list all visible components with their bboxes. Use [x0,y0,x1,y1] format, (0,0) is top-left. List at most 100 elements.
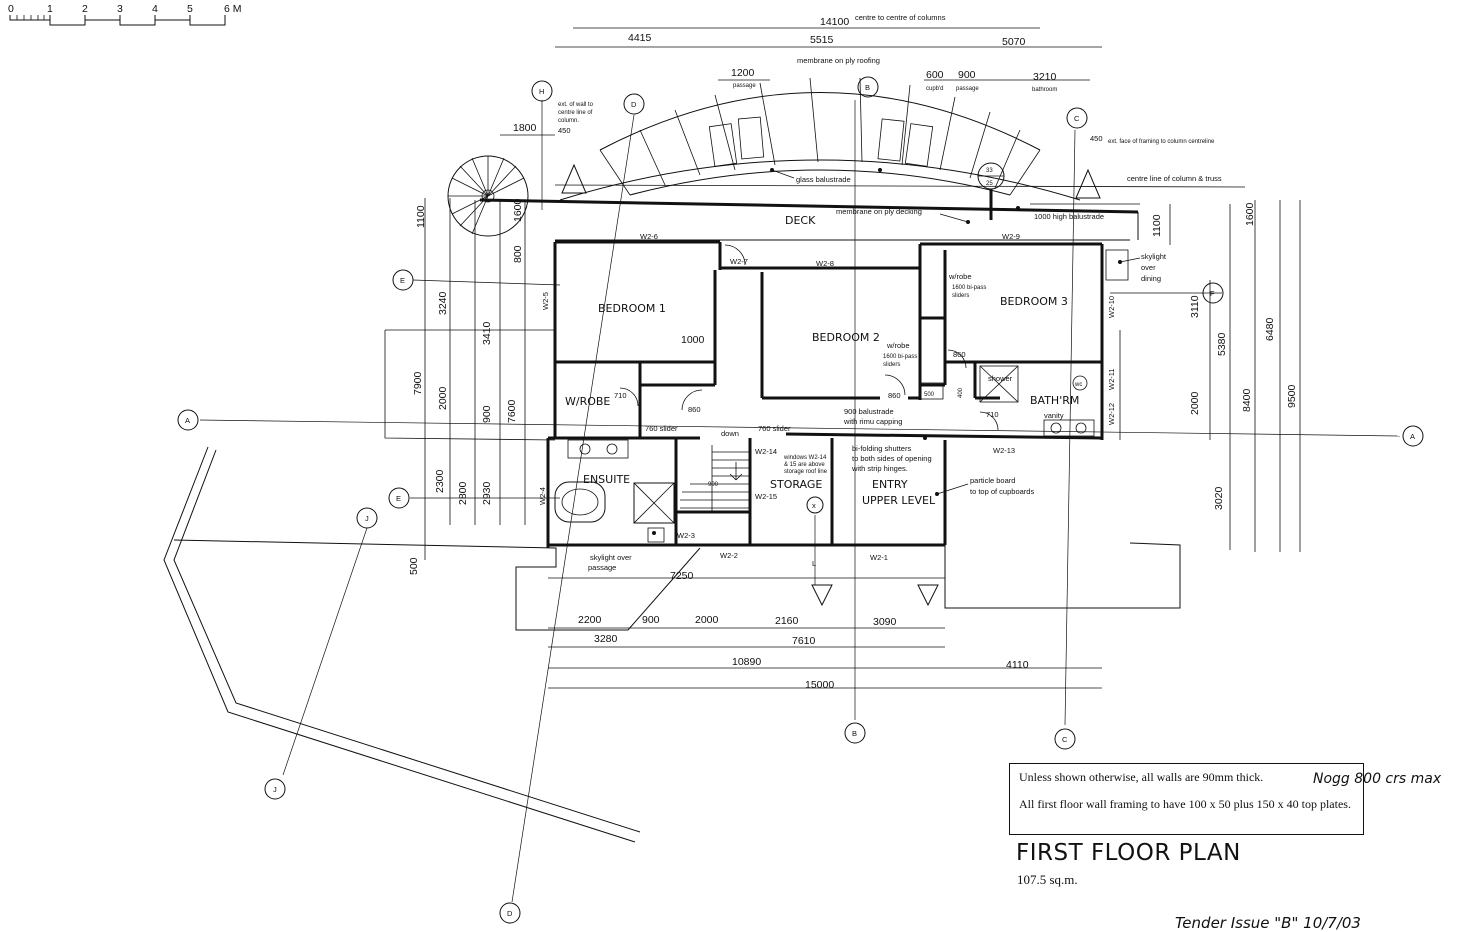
grid-bubbles: H D B C E E A A F J J B C D x L [177,76,1424,924]
note-shutters-2: to both sides of opening [852,454,932,463]
window-w2-6: W2-6 [640,232,658,241]
room-entry: ENTRY [872,478,908,491]
section-sheet: 25 [986,181,993,187]
room-bedroom-2: BEDROOM 2 [812,331,880,344]
note-wrobe-b2: w/robe [886,341,910,350]
dim-left-3240: 3240 [437,291,449,315]
window-w2-11: W2-11 [1107,368,1116,390]
leader-lines [652,168,1141,535]
dim-span-2: 5515 [810,34,834,46]
dim-left-2800: 2800 [457,481,469,505]
room-wrobe: W/ROBE [565,395,610,408]
dim-bottom-3280: 3280 [594,633,618,645]
notes-box: Unless shown otherwise, all walls are 90… [1009,763,1364,835]
note-skylight-dining-2: over [1141,263,1156,272]
note-wrobe-b2-small-2: sliders [883,362,900,368]
note-membrane-deck: membrane on ply decking [836,207,922,216]
dim-passage-width: 1200 [731,67,755,79]
note-shower: shower [988,374,1013,383]
grid-bubble-a-right: A [1402,425,1424,447]
svg-text:J: J [273,785,277,794]
note-slider-right: 760 slider [758,424,791,433]
dim-door-860-bed3: 860 [953,350,966,359]
dim-right-2000: 2000 [1189,391,1201,415]
svg-text:F: F [1210,289,1215,298]
svg-text:C: C [1062,735,1068,744]
note-skylight-dining-1: skylight [1141,252,1167,261]
grid-bubble-j-top: J [356,507,378,529]
dim-passage2-width: 900 [958,69,976,81]
dim-overall-top: 14100 [820,16,849,28]
dim-right-5380: 5380 [1216,332,1228,356]
dim-bottom-7250: 7250 [670,570,694,582]
dim-right-8400: 8400 [1241,388,1253,412]
dim-bottom-2160: 2160 [775,615,799,627]
grid-bubble-h: H [531,80,553,102]
note-glass-balustrade: glass balustrade [796,175,851,184]
dim-bottom-2000: 2000 [695,614,719,626]
dim-cupbd-label: cupb'd [926,86,944,92]
note-particle-board-2: to top of cupboards [970,487,1034,496]
dim-right-1100: 1100 [1151,214,1163,237]
window-w2-8: W2-8 [816,259,834,268]
dim-door-860-bed2: 860 [888,391,901,400]
svg-text:A: A [1410,432,1415,441]
dim-bottom-2200: 2200 [578,614,602,626]
room-bathroom: BATH'RM [1030,394,1079,407]
svg-text:J: J [365,514,369,523]
note-ext-wall-2: centre line of [558,110,593,116]
scale-label-4: 4 [152,3,158,15]
dim-offset-450-right: 450 [1090,134,1103,143]
window-w2-7: W2-7 [730,257,748,266]
window-w2-3: W2-3 [677,531,695,540]
grid-bubble-b-top: B [857,76,879,98]
spiral-stair [447,155,529,237]
room-ensuite: ENSUITE [583,473,630,486]
note-skylight-dining-3: dining [1141,274,1161,283]
note-wall-thickness: Unless shown otherwise, all walls are 90… [1019,770,1264,784]
window-w2-5: W2-5 [541,292,550,310]
window-w2-9: W2-9 [1002,232,1020,241]
dim-right-3020: 3020 [1213,486,1225,510]
grid-bubble-c-top: C [1066,107,1088,129]
dim-left-900: 900 [481,405,493,423]
bathroom-fixtures [554,249,1129,543]
grid-bubble-f: F [1202,282,1224,304]
note-skylight-passage-1: skylight over [590,553,632,562]
dim-door-710-bath: 710 [986,410,999,419]
dim-overall-note: centre to centre of columns [855,13,946,22]
grid-bubble-d-bottom: D [499,902,521,924]
window-w2-14: W2-14 [755,447,777,456]
note-shutters-3: with strip hinges. [851,464,908,473]
window-w2-1: W2-1 [870,553,888,562]
svg-text:B: B [852,729,857,738]
note-windows-3: storage roof line [784,469,828,475]
room-bedroom-1: BEDROOM 1 [598,302,666,315]
svg-text:E: E [396,494,401,503]
window-w2-4: W2-4 [538,487,547,505]
note-windows-1: windows W2-14 [783,455,827,461]
note-handwritten-nogg: Nogg 800 crs max [1313,771,1442,787]
note-ext-wall-1: ext. of wall to [558,102,594,108]
dim-left-1600: 1600 [512,198,524,222]
svg-text:H: H [539,87,544,96]
dim-bottom-4110: 4110 [1006,659,1029,671]
dim-bottom-10890: 10890 [732,656,761,668]
lower-level-outline [163,329,1181,843]
dim-bottom-3090: 3090 [873,616,897,628]
note-ext-framing: ext. face of framing to column centrelin… [1108,139,1215,145]
window-w2-2: W2-2 [720,551,738,560]
dim-door-500: 500 [924,392,935,398]
room-deck: DECK [785,214,816,227]
svg-text:D: D [631,100,637,109]
internal-stair [680,445,750,512]
dim-bottom-900: 900 [642,614,660,626]
dim-door-1000: 1000 [681,334,705,346]
dim-span-1: 4415 [628,32,652,44]
note-wrobe-b3-small-2: sliders [952,293,969,299]
window-w2-15: W2-15 [755,492,777,501]
plan-title: FIRST FLOOR PLAN [1016,840,1241,866]
grid-bubble-e-bottom: E [388,487,410,509]
grid-bubble-j-bottom: J [264,778,286,800]
dim-left-7900: 7900 [412,371,424,395]
